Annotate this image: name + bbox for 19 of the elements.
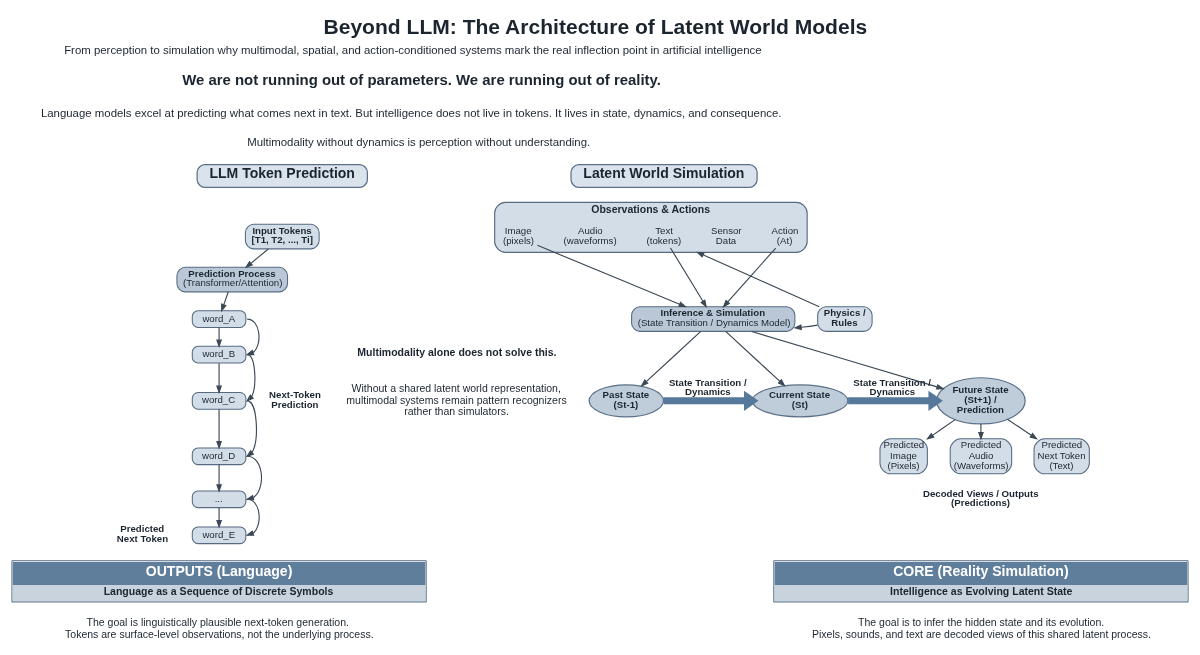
label: The goal is linguistically plausible next-token generation. Tokens are surface-level observations, not the underlying process.: [65, 615, 374, 640]
edge-label: State Transition / Dynamics: [853, 376, 932, 397]
label: The goal is to infer the hidden state and its evolution. Pixels, sounds, and text are decoded views of this shared latent process.: [811, 615, 1151, 640]
node-text: Action (At): [771, 224, 799, 246]
node-text: Audio (waveforms): [563, 224, 617, 246]
label: Decoded Views / Outputs (Predictions): [923, 486, 1039, 508]
label: Language models excel at predicting what comes next in text. But intelligence does not live in tokens. It lives in state, dynamics, and consequence.: [40, 106, 782, 119]
label: Without a shared latent world representation, multimodal systems remain pattern recognizers rather than simulators.: [346, 381, 567, 417]
node-label: Predicted Next Token: [116, 522, 169, 544]
label: Next-Token Prediction: [269, 388, 321, 410]
edge-label: State Transition / Dynamics: [668, 376, 747, 397]
label: We are not running out of parameters. We are running out of reality.: [182, 70, 661, 88]
node-text: Sensor Data: [711, 224, 742, 246]
label: From perception to simulation why multimodal, spatial, and action-conditioned systems mark the real inflection point in artificial intelligence: [64, 43, 762, 56]
node-text: Image (pixels): [503, 224, 535, 246]
label: Multimodality without dynamics is perception without understanding.: [247, 135, 591, 148]
node-text: Text (tokens): [646, 224, 682, 246]
label: Multimodality alone does not solve this.: [357, 345, 557, 358]
diagram-title: Beyond LLM: The Architecture of Latent World Models: [323, 14, 868, 38]
